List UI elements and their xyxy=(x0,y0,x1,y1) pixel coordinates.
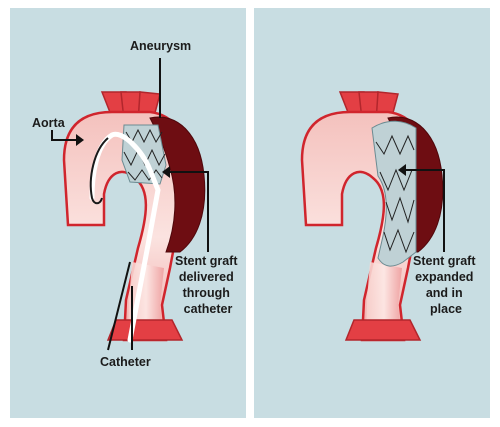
label-stent-graft-delivered: Stent graft delivered through catheter xyxy=(175,254,241,316)
stent-graft-right-line-3: and in xyxy=(426,286,463,300)
left-leaders xyxy=(51,58,209,351)
left-panel xyxy=(10,8,246,418)
right-aorta-illustration xyxy=(300,90,445,342)
catheter-line xyxy=(89,131,161,343)
right-leaders xyxy=(398,164,445,252)
stent-graft-leader-right xyxy=(404,169,445,252)
right-panel xyxy=(254,8,490,418)
aorta-leader-arrow xyxy=(76,134,84,146)
left-aorta-illustration xyxy=(62,90,207,343)
right-stent-wire-2 xyxy=(379,168,413,192)
stent-graft-leader-left xyxy=(168,171,209,252)
right-stent-wire-4 xyxy=(383,228,415,254)
left-stent-wire-low xyxy=(127,169,163,181)
stent-graft-right-line-4: place xyxy=(430,302,462,316)
right-stent-wire-3 xyxy=(385,196,415,224)
stent-graft-arrow-right xyxy=(398,164,406,176)
aorta-leader xyxy=(51,130,80,141)
left-stent-wire-mid xyxy=(123,148,166,167)
stent-graft-right-line-1: Stent graft xyxy=(413,254,476,268)
stent-graft-left-line-3: through xyxy=(183,286,230,300)
stent-graft-right-line-2: expanded xyxy=(415,270,473,284)
label-stent-graft-expanded: Stent graft expanded and in place xyxy=(413,254,479,316)
right-stent-graft xyxy=(371,120,417,267)
stent-graft-left-line-1: Stent graft xyxy=(175,254,238,268)
label-aneurysm: Aneurysm xyxy=(130,39,191,53)
label-aorta: Aorta xyxy=(32,116,66,130)
catheter-leader-a xyxy=(107,261,131,351)
stent-graft-left-line-2: delivered xyxy=(179,270,234,284)
catheter-guidewire xyxy=(89,137,109,205)
right-stent-wire-1 xyxy=(375,134,415,156)
label-catheter: Catheter xyxy=(100,355,151,369)
stent-graft-arrow-left xyxy=(162,166,170,178)
stent-graft-left-line-4: catheter xyxy=(184,302,233,316)
